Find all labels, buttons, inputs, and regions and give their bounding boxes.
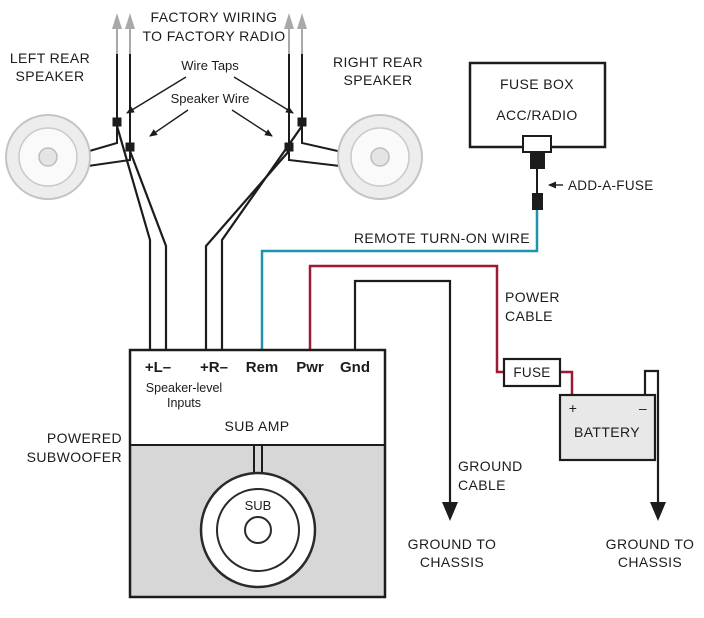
wire-tap (284, 142, 294, 152)
ground-cable-label-line1: GROUND (458, 458, 523, 474)
speaker-wire-right-minus (204, 150, 290, 351)
amp-terminal-right-input: +R– (200, 359, 228, 376)
battery-ground-wire (643, 369, 660, 503)
left-rear-speaker-label-line2: SPEAKER (16, 68, 85, 84)
sub-dustcap (244, 516, 272, 544)
power-cable-to-battery (560, 370, 574, 396)
power-cable-wire (308, 264, 504, 374)
sub-label: SUB (245, 498, 272, 513)
power-cable-label-line2: CABLE (505, 308, 553, 324)
speaker-level-inputs-label-line2: Inputs (167, 396, 201, 410)
fuse-slot-connector (522, 135, 552, 153)
battery-minus-terminal: – (639, 400, 647, 416)
factory-arrowhead-icon (112, 13, 122, 29)
battery-ground-chassis-label-line1: GROUND TO (606, 536, 695, 552)
sub-amp-label: SUB AMP (224, 418, 289, 434)
battery (558, 393, 657, 462)
wire-taps-group (112, 117, 307, 152)
left-rear-speaker (5, 114, 91, 200)
acc-radio-label: ACC/RADIO (496, 107, 577, 123)
factory-wire-right-outer (301, 54, 343, 153)
battery-ground-arrowhead-icon (650, 502, 666, 521)
amp-terminal-power: Pwr (296, 359, 324, 376)
battery-label: BATTERY (574, 424, 640, 440)
left-rear-speaker-label-line1: LEFT REAR (10, 50, 90, 66)
right-rear-speaker-label-line2: SPEAKER (344, 72, 413, 88)
amp-ground-chassis-label-line1: GROUND TO (408, 536, 497, 552)
wire-tap (297, 117, 307, 127)
speaker-wire-arrow-right-icon (231, 109, 273, 137)
speaker-dustcap (370, 147, 390, 167)
factory-wire-right-inner (288, 54, 341, 167)
fuse-box-label: FUSE BOX (500, 76, 574, 92)
speaker-wire-arrow-left-icon (149, 109, 189, 137)
inline-fuse-label: FUSE (513, 365, 550, 380)
amp-terminal-remote: Rem (246, 359, 279, 376)
speaker-level-wires (115, 125, 303, 351)
remote-turn-on-wire (260, 210, 539, 351)
ground-cable-label-line2: CABLE (458, 477, 506, 493)
add-a-fuse-holder (532, 193, 543, 210)
factory-arrowhead-icon (297, 13, 307, 29)
speaker-dustcap (38, 147, 58, 167)
fuse-box (468, 61, 607, 149)
amp-ground-wire (353, 279, 452, 503)
battery-plus-terminal: + (569, 400, 578, 416)
factory-wiring-arrows (112, 13, 307, 55)
factory-wires (85, 54, 343, 167)
add-a-fuse-label: ADD-A-FUSE (568, 178, 654, 193)
factory-wiring-label-line1: FACTORY WIRING (151, 9, 278, 25)
right-rear-speaker-label-line1: RIGHT REAR (333, 54, 423, 70)
amp-ground-chassis-label-line2: CHASSIS (420, 554, 484, 570)
speaker-wire-label: Speaker Wire (171, 91, 250, 106)
battery-ground-chassis-label-line2: CHASSIS (618, 554, 682, 570)
factory-wire-left-outer (85, 54, 118, 153)
remote-turn-on-label: REMOTE TURN-ON WIRE (354, 230, 530, 246)
amp-box (128, 348, 387, 599)
wire-taps-arrow-left-icon (126, 76, 187, 114)
wire-taps-arrow-right-icon (233, 76, 294, 114)
factory-arrowhead-icon (125, 13, 135, 29)
wire-tap (125, 142, 135, 152)
add-a-fuse-plug (530, 152, 545, 169)
wire-taps-label: Wire Taps (181, 58, 239, 73)
factory-wire-left-inner (87, 54, 131, 167)
powered-subwoofer-label-line2: SUBWOOFER (27, 449, 122, 465)
inline-fuse (502, 357, 562, 388)
speaker-wire-left-plus (115, 125, 152, 351)
amp-terminal-left-input: +L– (145, 359, 171, 376)
speaker-wire-right-plus (220, 125, 303, 351)
power-cable-label-line1: POWER (505, 289, 560, 305)
amp-terminal-ground: Gnd (340, 359, 370, 376)
sub-cone (216, 488, 300, 572)
speaker-wire-left-minus (128, 150, 168, 351)
factory-wiring-label-line2: TO FACTORY RADIO (142, 28, 285, 44)
powered-subwoofer-label-line1: POWERED (47, 430, 122, 446)
wire-tap (112, 117, 122, 127)
speaker-level-inputs-label-line1: Speaker-level (146, 381, 222, 395)
right-rear-speaker (337, 114, 423, 200)
amp-ground-arrowhead-icon (442, 502, 458, 521)
factory-arrowhead-icon (284, 13, 294, 29)
